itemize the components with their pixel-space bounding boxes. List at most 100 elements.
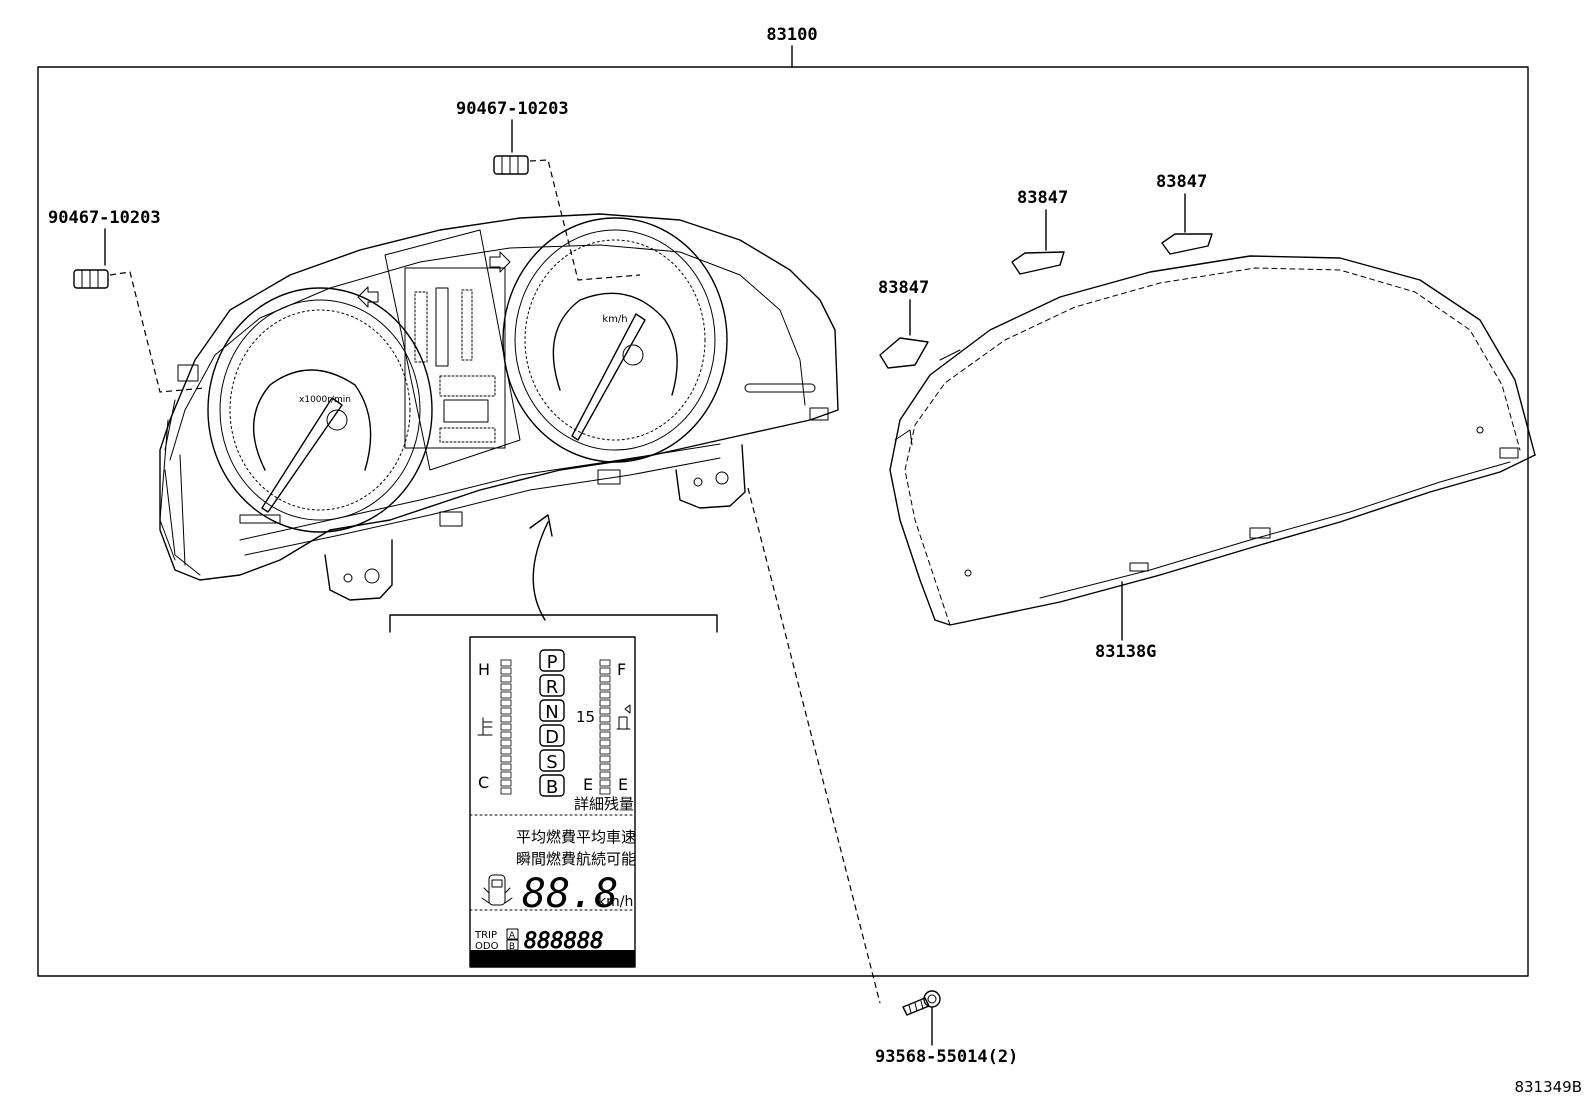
fuel-bar-segment [599,787,611,795]
fuel-bar-segment [599,755,611,763]
fuel-bar-segment [599,731,611,739]
clip-right[interactable] [1161,233,1213,255]
temp-cold-label: C [478,773,489,792]
fuel-bar-segment [599,659,611,667]
temp-bar-segment [500,763,512,771]
glass-part-number[interactable]: 83138G [1095,642,1156,662]
fuel-level-marker: 15 [576,708,595,726]
temp-bar-segment [500,739,512,747]
cluster-glass[interactable] [889,255,1536,626]
gear-indicator: P R N D S B [539,649,565,798]
tachometer-needle [261,397,343,513]
detail-arrow [532,521,549,621]
right-arrow-icon [489,251,511,273]
gear-box-p [539,649,565,672]
figure-reference: 831349B [1514,1078,1582,1096]
assembly-frame [37,66,1529,977]
temp-bar-segment [500,699,512,707]
temp-bar-segment [500,771,512,779]
fuel-bar-segment [599,739,611,747]
fuel-bar-segment [599,691,611,699]
clip-middle[interactable] [1011,251,1065,275]
fuel-bar-segment [599,715,611,723]
meter-cluster[interactable] [159,213,839,601]
tachometer-unit: x1000r/min [299,395,351,405]
trip-a-label: A [509,931,516,941]
fuel-bar-segment [599,667,611,675]
fuel-bar-segment [599,723,611,731]
temp-bar-segment [500,667,512,675]
fuel-empty-right-label: E [618,775,628,794]
gear-box-b [539,774,565,797]
bulb-socket-left-part-number[interactable]: 90467-10203 [48,208,161,228]
gear-box-r [539,674,565,697]
temp-bar-segment [500,731,512,739]
tachometer-gauge: x1000r/min [207,287,433,533]
gear-p: P [547,652,558,673]
clip-middle-part-number[interactable]: 83847 [1017,188,1068,208]
clip-left-part-number[interactable]: 83847 [878,278,929,298]
temp-bar-segment [500,659,512,667]
temp-bar-segment [500,747,512,755]
gear-s: S [546,752,557,773]
gear-box-s [539,749,565,772]
clip-left[interactable] [879,337,929,369]
screw-dash [747,487,881,1004]
center-display-small [384,229,521,471]
left-arrow-icon [357,286,379,308]
temp-hot-label: H [478,660,490,679]
temp-bar-segment [500,707,512,715]
fuel-bar-segment [599,699,611,707]
fuel-bar-segment [599,747,611,755]
fuel-bar-segment [599,707,611,715]
fuel-pump-icon [616,704,631,730]
gear-d: D [545,727,559,748]
trip-label: TRIP [474,930,497,941]
bulb-socket-left[interactable] [73,269,109,289]
odo-label: ODO [475,941,499,952]
temp-bar-segment [500,675,512,683]
speed-unit-label: km/h [598,894,633,910]
speedometer-unit: km/h [602,314,627,325]
temp-bar-segments [500,659,512,795]
info-row-2: 瞬間燃費航続可能 [516,850,636,868]
fuel-bar-segment [599,683,611,691]
bulb-socket-left-dash [109,271,206,393]
fuel-full-label: F [617,660,626,679]
gear-r: R [546,677,559,698]
temp-bar-segment [500,691,512,699]
cluster-gear-letters [435,287,449,367]
fuel-bar-segment [599,763,611,771]
speedometer-gauge: km/h [502,217,816,463]
speedometer-needle [571,313,646,441]
bulb-socket-top-part-number[interactable]: 90467-10203 [456,99,569,119]
fuel-bar-segment [599,771,611,779]
odometer-digits: 888888 [524,929,603,954]
fuel-empty-left-label: E [583,775,593,794]
lcd-detail: H C P R N D S B 15 F E E [469,636,636,968]
car-icon [481,874,513,906]
trip-b-label: B [509,942,515,952]
fuel-bar-segments [599,659,611,795]
gear-b: B [546,777,558,798]
info-row-1: 平均燃費平均車速 [516,828,636,846]
bulb-socket-top-dash [529,159,641,281]
fuel-detail-label: 詳細残量 [574,795,634,813]
temp-bar-segment [500,787,512,795]
screw[interactable] [902,990,941,1016]
detail-arrow-head [529,514,553,537]
fuel-bar-segment [599,675,611,683]
temp-bar-segment [500,683,512,691]
temp-bar-segment [500,755,512,763]
gear-box-n [539,699,565,722]
screw-part-number[interactable]: 93568-55014(2) [875,1047,1018,1067]
clip-right-part-number[interactable]: 83847 [1156,172,1207,192]
bulb-socket-top[interactable] [493,155,529,175]
temp-bar-segment [500,723,512,731]
fuel-bar-segment [599,779,611,787]
gear-n: N [545,702,558,723]
assembly-part-number[interactable]: 83100 [766,25,817,45]
main-digits: 88.8 [522,871,618,917]
